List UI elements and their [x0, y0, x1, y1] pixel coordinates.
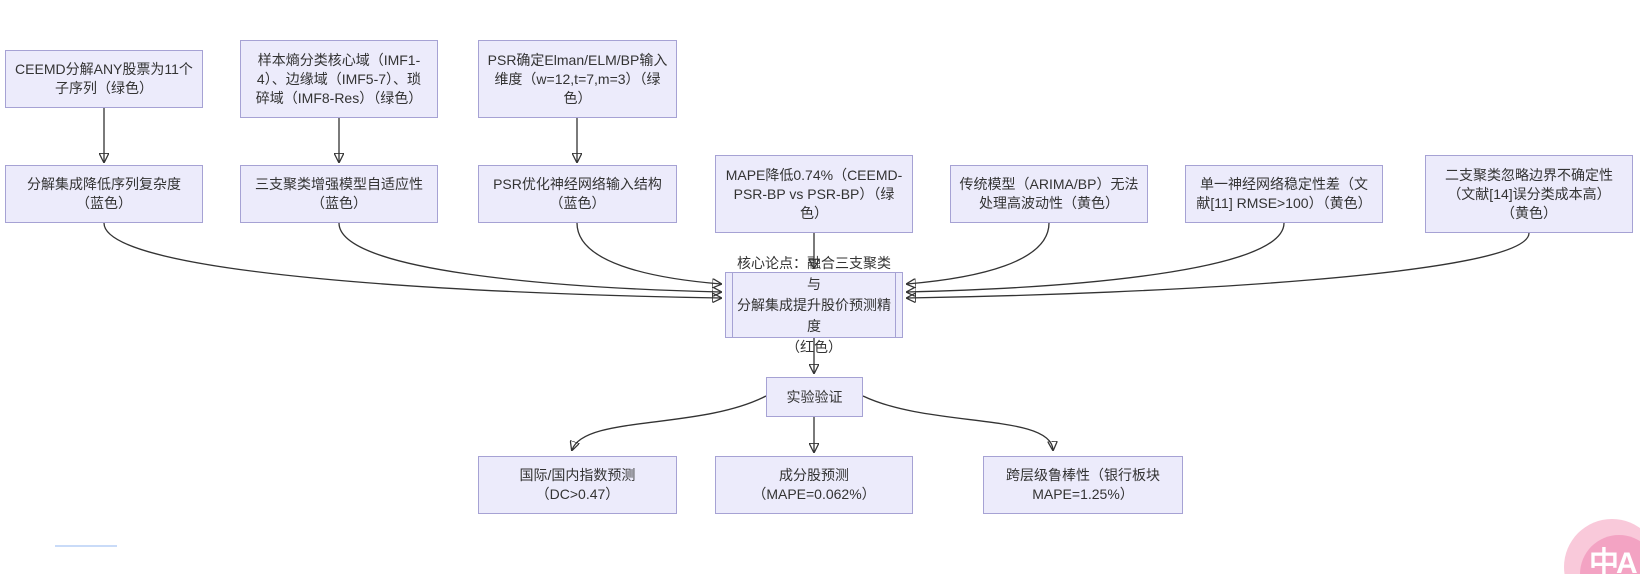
node-ceemd-decomposition: CEEMD分解ANY股票为11个 子序列（绿色）	[5, 50, 203, 108]
translate-icon[interactable]: 中A	[1589, 547, 1638, 574]
node-single-network-instability: 单一神经网络稳定性差（文 献[11] RMSE>100）（黄色）	[1185, 165, 1383, 223]
node-traditional-model-limitation: 传统模型（ARIMA/BP）无法 处理高波动性（黄色）	[950, 165, 1148, 223]
node-experimental-validation: 实验验证	[766, 377, 863, 417]
edge-verify-c3	[862, 395, 1053, 450]
edge-a6-core	[907, 222, 1285, 292]
node-mape-reduction: MAPE降低0.74%（CEEMD- PSR-BP vs PSR-BP）（绿 色…	[715, 155, 913, 233]
node-constituent-stock-result: 成分股预测 （MAPE=0.062%）	[715, 456, 913, 514]
node-psr-optimizes-input-structure: PSR优化神经网络输入结构 （蓝色）	[478, 165, 677, 223]
edge-verify-c1	[572, 395, 767, 450]
edge-a5-core	[907, 222, 1050, 284]
node-two-way-clustering-limitation: 二支聚类忽略边界不确定性 （文献[14]误分类成本高） （黄色）	[1425, 155, 1633, 233]
node-cross-level-robustness-result: 跨层级鲁棒性（银行板块 MAPE=1.25%）	[983, 456, 1183, 514]
edge-a7-core	[907, 232, 1530, 298]
node-index-forecast-result: 国际/国内指数预测 （DC>0.47）	[478, 456, 677, 514]
node-sample-entropy-classification: 样本熵分类核心域（IMF1- 4）、边缘域（IMF5-7）、琐 碎域（IMF8-…	[240, 40, 438, 118]
node-three-way-clustering-adaptivity: 三支聚类增强模型自适应性 （蓝色）	[240, 165, 438, 223]
node-core-thesis: 核心论点：融合三支聚类与 分解集成提升股价预测精度 （红色）	[725, 255, 903, 355]
node-decomposition-reduces-complexity: 分解集成降低序列复杂度 （蓝色）	[5, 165, 203, 223]
scrollbar-fragment	[55, 545, 117, 547]
edge-a2-core	[338, 222, 721, 292]
node-psr-input-dimension: PSR确定Elman/ELM/BP输入 维度（w=12,t=7,m=3）（绿 色…	[478, 40, 677, 118]
edge-a1-core	[103, 222, 721, 298]
edge-a3-core	[576, 222, 721, 284]
